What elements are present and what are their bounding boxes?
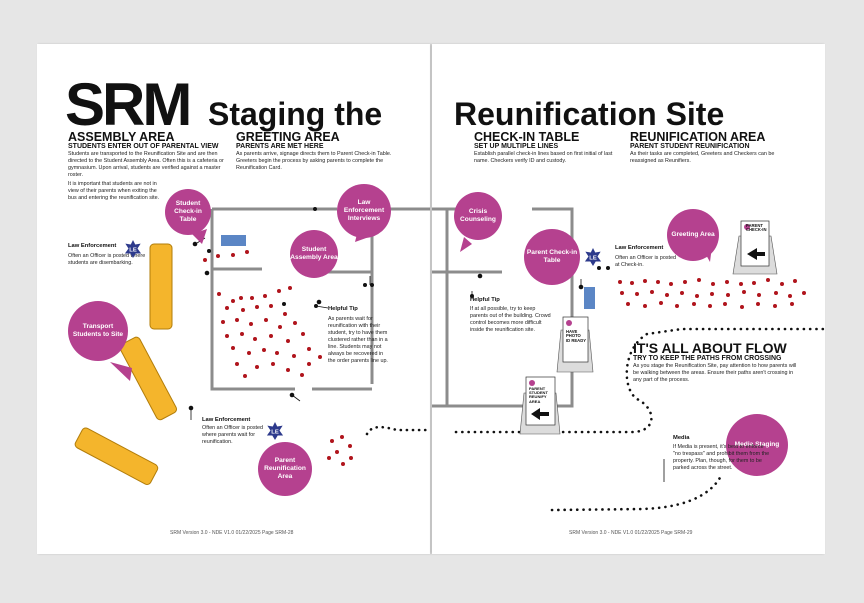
- svg-text:LE: LE: [271, 430, 279, 436]
- greeting-area-bubble: Greeting Area: [667, 209, 719, 261]
- checkin-body: Establish parallel check-in lines based …: [474, 151, 613, 165]
- title-srm: SRM: [65, 71, 192, 138]
- checkin-heading: CHECK-IN TABLE: [474, 130, 580, 144]
- greeting-heading: GREETING AREA: [236, 130, 340, 144]
- media-title: Media: [673, 435, 690, 441]
- law-enforcement-badge-icon-3: LE: [584, 248, 602, 266]
- reunification-heading: REUNIFICATION AREA: [630, 130, 766, 144]
- left-page: SRM Staging the ASSEMBLY AREA STUDENTS E…: [37, 44, 430, 554]
- bus-2: [119, 336, 177, 421]
- sign-reunify-text: PARENT STUDENT REUNIFY AREA: [529, 386, 548, 404]
- law-enforcement-badge-icon: LE: [124, 240, 142, 258]
- assembly-body-2: It is important that students are not in…: [68, 181, 160, 202]
- flow-heading: IT'S ALL ABOUT FLOW: [633, 340, 787, 356]
- title-reunification-site: Reunification Site: [454, 96, 725, 132]
- right-floorplan: [432, 207, 825, 512]
- right-page: Reunification Site CHECK-IN TABLE SET UP…: [432, 44, 825, 554]
- media-staging-bubble: Media Staging: [726, 414, 788, 476]
- helpful-tip-body: As parents wait for reunification with t…: [328, 316, 388, 365]
- footer-right: SRM Version 3.0 - NDE V1.0 01/22/2025 Pa…: [569, 530, 693, 536]
- sign-reunify: [519, 376, 561, 435]
- sign-photo-text: HAVE PHOTO ID READY: [566, 329, 587, 343]
- bus-3: [74, 427, 159, 485]
- law-interviews-bubble: Law Enforcement Interviews: [337, 184, 391, 238]
- le-label-2: Law Enforcement: [202, 417, 251, 423]
- svg-text:LE: LE: [129, 248, 137, 254]
- le-body-2: Often an Officer is posted where parents…: [202, 425, 264, 446]
- transport-students-bubble: Transport Students to Site: [68, 301, 128, 361]
- helpful-tip-title-right: Helpful Tip: [470, 297, 500, 303]
- student-checkin-table-rect: [221, 235, 246, 246]
- svg-text:LE: LE: [589, 256, 597, 262]
- title-staging: Staging the: [208, 96, 383, 132]
- parent-reunification-bubble: Parent Reunification Area: [258, 442, 312, 496]
- parent-dots: [618, 278, 806, 309]
- sign-checkin-text: PARENT CHECK-IN: [746, 223, 767, 233]
- le-body-1: Often an Officer is posted where student…: [68, 253, 146, 267]
- law-enforcement-badge-icon-2: LE: [266, 422, 284, 440]
- flow-body: As you stage the Reunification Site, pay…: [633, 363, 797, 384]
- le-body-right: Often an Officer is posted at Check-in.: [615, 255, 677, 269]
- greeting-body: As parents arrive, signage directs them …: [236, 151, 392, 172]
- media-body: If Media is present, it's best to enforc…: [673, 444, 770, 472]
- student-assembly-bubble: Student Assembly Area: [290, 230, 338, 278]
- le-label-right: Law Enforcement: [615, 245, 664, 251]
- parent-checkin-bubble: Parent Check-in Table: [524, 229, 580, 285]
- le-label-1: Law Enforcement: [68, 243, 117, 249]
- student-dots: [203, 250, 353, 466]
- reunification-body: As their tasks are completed, Greeters a…: [630, 151, 775, 165]
- student-checkin-bubble: Student Check-in Table: [165, 189, 211, 235]
- sign-photo-id: [556, 316, 594, 373]
- assembly-heading: ASSEMBLY AREA: [68, 130, 175, 144]
- helpful-tip-title: Helpful Tip: [328, 306, 358, 312]
- assembly-subheading: STUDENTS ENTER OUT OF PARENTAL VIEW: [68, 143, 219, 150]
- greeting-subheading: PARENTS ARE MET HERE: [236, 143, 324, 150]
- flow-subheading: TRY TO KEEP THE PATHS FROM CROSSING: [633, 355, 782, 362]
- sign-parent-checkin: [732, 220, 778, 275]
- footer-left: SRM Version 3.0 - NDE V1.0 01/22/2025 Pa…: [170, 530, 294, 536]
- bus-1: [149, 243, 173, 330]
- reunification-subheading: PARENT STUDENT REUNIFICATION: [630, 143, 750, 150]
- helpful-tip-body-right: If at all possible, try to keep parents …: [470, 306, 551, 334]
- checkin-subheading: SET UP MULTIPLE LINES: [474, 143, 559, 150]
- parent-checkin-table-rect: [584, 287, 595, 309]
- crisis-counseling-bubble: Crisis Counseling: [454, 192, 502, 240]
- assembly-body: Students are transported to the Reunific…: [68, 151, 224, 179]
